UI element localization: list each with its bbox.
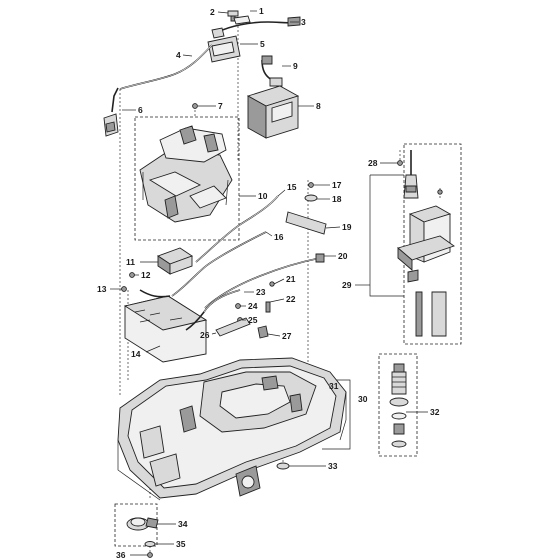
callout-11: 11 (126, 257, 135, 267)
callout-30: 30 (358, 394, 368, 404)
leader-16 (265, 231, 273, 237)
callout-6: 6 (138, 105, 143, 115)
part-12 (129, 272, 135, 278)
part-5 (207, 35, 241, 63)
part-10 (139, 125, 233, 223)
leader-15 (277, 189, 286, 197)
part-35 (144, 541, 156, 547)
part-6 (103, 87, 119, 137)
part-1 (233, 15, 251, 25)
part-7 (192, 103, 198, 109)
group-frame-10 (134, 116, 240, 241)
part-22 (265, 301, 271, 313)
group-frame-29 (403, 143, 462, 345)
callout-34: 34 (178, 519, 188, 529)
part-18 (304, 194, 318, 202)
part-26 (215, 317, 251, 337)
callout-31: 31 (329, 381, 339, 391)
callout-28: 28 (368, 158, 378, 168)
part-20 (204, 253, 325, 309)
callout-8: 8 (316, 101, 321, 111)
callout-19: 19 (342, 222, 352, 232)
callout-24: 24 (248, 301, 258, 311)
leader-4 (182, 54, 193, 57)
part-13 (121, 286, 127, 292)
callout-7: 7 (218, 101, 223, 111)
callout-14: 14 (131, 349, 141, 359)
part-33 (276, 462, 290, 470)
part-3 (211, 16, 301, 39)
callout-36: 36 (116, 550, 126, 560)
part-30 (117, 357, 347, 501)
callout-3: 3 (301, 17, 306, 27)
callout-33: 33 (328, 461, 338, 471)
part-14 (123, 295, 208, 363)
part-29 (397, 150, 455, 337)
callout-16: 16 (274, 232, 284, 242)
part-11 (157, 247, 193, 275)
part-23 (139, 289, 241, 331)
callout-5: 5 (260, 39, 265, 49)
callout-12: 12 (141, 270, 151, 280)
part-15 (195, 195, 279, 263)
callout-15: 15 (287, 182, 297, 192)
bracket-29 (369, 174, 404, 297)
leader-22 (269, 298, 285, 303)
part-32 (389, 363, 409, 448)
callout-25: 25 (248, 315, 258, 325)
part-9 (261, 55, 283, 87)
part-24 (235, 303, 241, 309)
callout-26: 26 (200, 330, 210, 340)
callout-32: 32 (430, 407, 440, 417)
callout-10: 10 (258, 191, 268, 201)
callout-9: 9 (293, 61, 298, 71)
part-21 (269, 281, 275, 287)
callout-35: 35 (176, 539, 186, 549)
callout-1: 1 (259, 6, 264, 16)
part-17 (308, 182, 314, 188)
callout-29: 29 (342, 280, 352, 290)
part-27 (257, 325, 269, 339)
part-28 (397, 160, 403, 166)
callout-17: 17 (332, 180, 342, 190)
leader-19 (325, 226, 341, 229)
part-16 (171, 231, 267, 297)
part-36 (147, 552, 153, 558)
leader-26 (211, 332, 217, 335)
part-34 (126, 517, 159, 531)
callout-23: 23 (256, 287, 266, 297)
leader-14 (145, 345, 161, 353)
part-19 (285, 211, 327, 235)
callout-4: 4 (176, 50, 181, 60)
callout-22: 22 (286, 294, 296, 304)
callout-2: 2 (210, 7, 215, 17)
callout-18: 18 (332, 194, 342, 204)
callout-13: 13 (97, 284, 107, 294)
leader-27 (267, 333, 281, 337)
part-8 (246, 85, 300, 139)
part-4 (119, 44, 213, 90)
callout-20: 20 (338, 251, 348, 261)
leader-2 (217, 11, 229, 14)
leader-21 (273, 278, 285, 285)
callout-27: 27 (282, 331, 292, 341)
callout-21: 21 (286, 274, 296, 284)
